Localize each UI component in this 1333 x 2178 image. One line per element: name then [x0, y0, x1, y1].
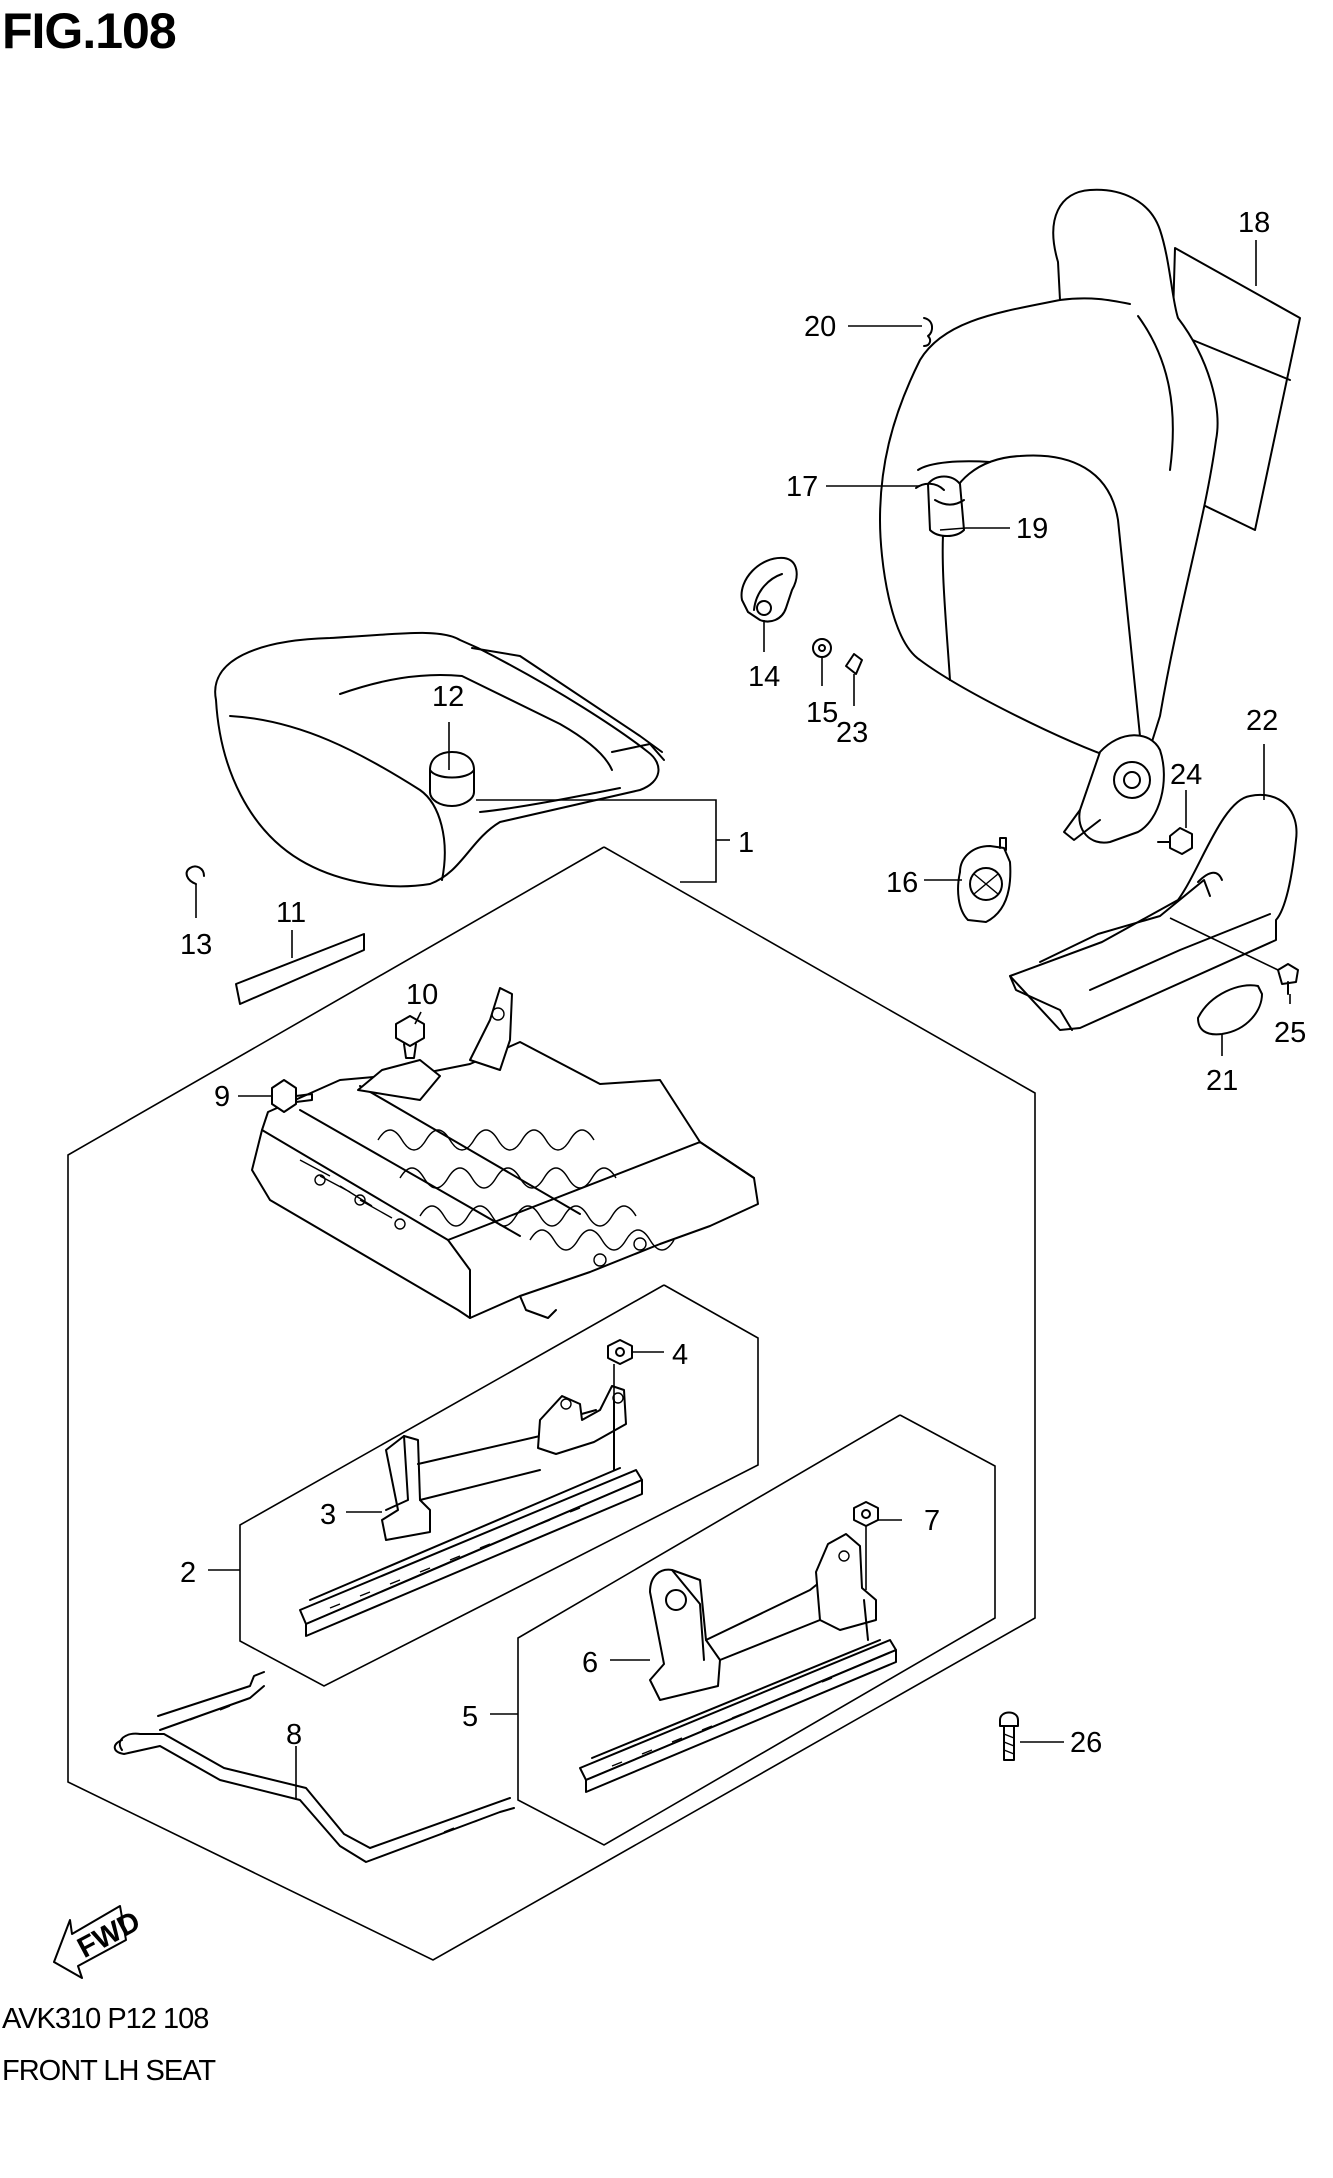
- group-outline-rail-rh: [517, 1414, 996, 1846]
- clip: [185, 865, 205, 885]
- callout-20: 20: [804, 311, 836, 343]
- rail-assembly-rh: [579, 1533, 897, 1793]
- screw: [999, 1711, 1019, 1761]
- callout-4: 4: [672, 1339, 688, 1371]
- callout-21: 21: [1206, 1065, 1238, 1097]
- callout-labels: 1 2 3 4 5 6 7 8 9 10 11 12 13 14 15 16 1…: [180, 207, 1306, 1759]
- rail-assembly-lh: [299, 1385, 643, 1637]
- seat-back: [879, 188, 1219, 761]
- recline-handle: [740, 556, 798, 623]
- bolt: [1157, 827, 1193, 855]
- bolt: [395, 1015, 425, 1059]
- callout-12: 12: [432, 681, 464, 713]
- callout-13: 13: [180, 929, 212, 961]
- callout-14: 14: [748, 661, 780, 693]
- warning-label: [235, 933, 365, 1005]
- callout-3: 3: [320, 1499, 336, 1531]
- side-cover-cap: [1197, 984, 1263, 1036]
- callout-8: 8: [286, 1719, 302, 1751]
- callout-11: 11: [276, 897, 306, 929]
- towel-bar-rod: [113, 1671, 515, 1863]
- callout-2: 2: [180, 1557, 196, 1589]
- callout-10: 10: [406, 979, 438, 1011]
- leader-lines: [195, 240, 1291, 1800]
- screw: [812, 638, 832, 658]
- nut: [607, 1339, 633, 1365]
- screw: [1277, 963, 1299, 995]
- callout-23: 23: [836, 717, 868, 749]
- callout-19: 19: [1016, 513, 1048, 545]
- callout-5: 5: [462, 1701, 478, 1733]
- callout-24: 24: [1170, 759, 1202, 791]
- recliner-cover: [957, 837, 1012, 923]
- callout-25: 25: [1274, 1017, 1306, 1049]
- fwd-arrow-icon: FWD: [53, 1905, 146, 1979]
- nut: [853, 1501, 879, 1527]
- callout-15: 15: [806, 697, 838, 729]
- seat-cushion: [214, 631, 665, 888]
- group-outline-rail-lh: [239, 1284, 759, 1687]
- figure-title: FIG.108: [2, 3, 177, 59]
- clip: [845, 653, 863, 675]
- diagram-code: AVK310 P12 108: [2, 2003, 209, 2035]
- callout-17: 17: [786, 471, 818, 503]
- side-cover: [1009, 793, 1298, 1031]
- callout-6: 6: [582, 1647, 598, 1679]
- recliner-mechanism: [1063, 734, 1165, 844]
- callout-26: 26: [1070, 1727, 1102, 1759]
- diagram-caption: FRONT LH SEAT: [2, 2055, 216, 2087]
- callout-9: 9: [214, 1081, 230, 1113]
- callout-18: 18: [1238, 207, 1270, 239]
- callout-16: 16: [886, 867, 918, 899]
- seat-frame: [251, 987, 759, 1319]
- group-outline-seat-frame: [67, 846, 1036, 1961]
- bolt: [271, 1079, 313, 1113]
- callout-1: 1: [738, 827, 754, 859]
- hook: [923, 317, 934, 347]
- callout-22: 22: [1246, 705, 1278, 737]
- callout-7: 7: [924, 1505, 940, 1537]
